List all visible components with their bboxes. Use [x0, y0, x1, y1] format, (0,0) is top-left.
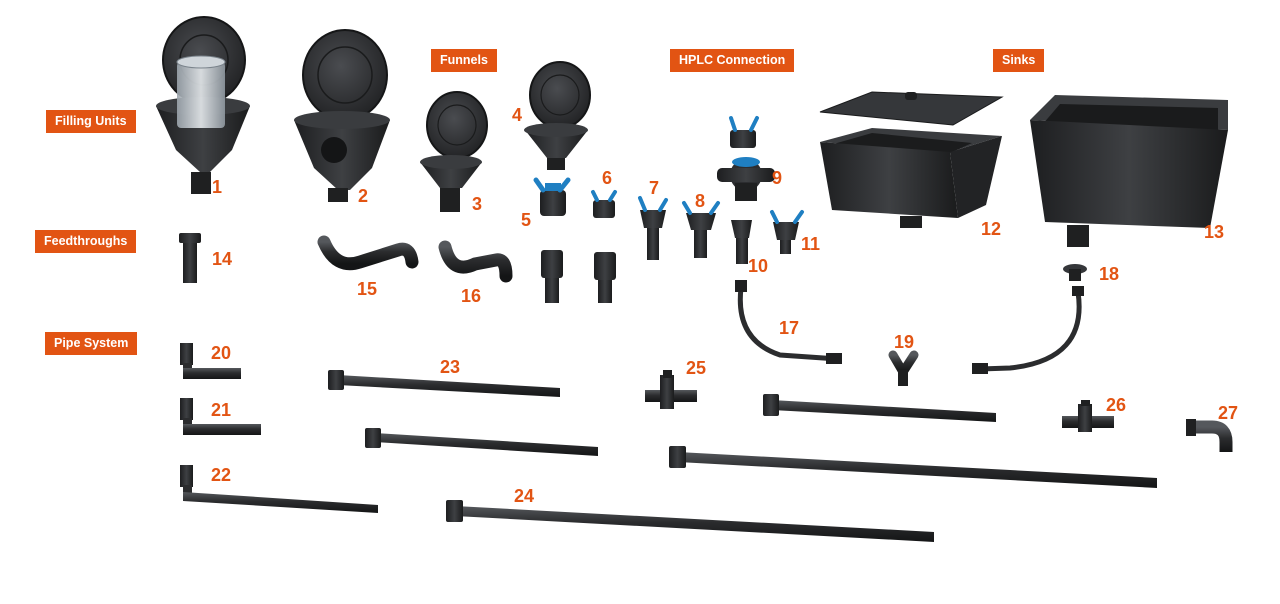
adapter-18: [1063, 264, 1087, 281]
y-piece-19: [888, 350, 919, 386]
adapter-10: [731, 220, 752, 264]
part-number-11: 11: [801, 234, 821, 254]
pipe-long-b: [669, 446, 1157, 488]
part-number-12: 12: [981, 219, 1002, 239]
part-number-19: 19: [894, 332, 915, 352]
category-funnels: Funnels: [431, 49, 497, 72]
part-number-23: 23: [440, 357, 461, 377]
part-number-25: 25: [686, 358, 707, 378]
part-number-17: 17: [779, 318, 800, 338]
part-number-7: 7: [649, 178, 660, 198]
part-number-21: 21: [211, 400, 232, 420]
part-number-22: 22: [211, 465, 232, 485]
part-number-10: 10: [748, 256, 769, 276]
pipe-23-upper: [328, 370, 560, 397]
part-number-1: 1: [212, 177, 223, 197]
manifold-9: [717, 116, 775, 201]
pipe-20: [180, 343, 241, 379]
category-hplc-connection: HPLC Connection: [670, 49, 795, 72]
part-number-4: 4: [512, 105, 523, 125]
part-number-6: 6: [602, 168, 613, 188]
sink-13: [1030, 95, 1228, 247]
adapter-7: [638, 196, 668, 260]
cap-6: [591, 190, 617, 218]
part-number-9: 9: [772, 168, 783, 188]
part-number-16: 16: [461, 286, 482, 306]
sink-12: [819, 91, 1004, 228]
filling-unit-2: [294, 29, 390, 202]
part-number-18: 18: [1099, 264, 1120, 284]
feedthrough-14: [179, 233, 201, 283]
part-number-3: 3: [472, 194, 483, 214]
adapter-8: [682, 201, 720, 258]
funnel-4: [524, 61, 591, 170]
pipe-long-a: [763, 394, 996, 422]
part-number-2: 2: [358, 186, 369, 206]
valve-5: [533, 177, 571, 216]
elbow-16: [438, 240, 513, 283]
pipe-24: [446, 500, 934, 542]
part-number-14: 14: [212, 249, 233, 269]
hose-17: [735, 280, 842, 364]
pipe-22: [180, 465, 378, 513]
category-pipe-system: Pipe System: [45, 332, 138, 355]
adapter-11: [770, 210, 804, 254]
pipe-21: [180, 398, 261, 435]
filling-unit-1: [156, 16, 250, 194]
pipe-23-lower: [365, 428, 598, 456]
elbow-27: [1186, 419, 1233, 452]
part-number-20: 20: [211, 343, 232, 363]
part-number-15: 15: [357, 279, 378, 299]
part-number-13: 13: [1204, 222, 1225, 242]
part-number-5: 5: [521, 210, 532, 230]
part-number-26: 26: [1106, 395, 1127, 415]
hose-sink: [972, 286, 1084, 374]
category-feedthroughs: Feedthroughs: [35, 230, 137, 253]
feedthrough-small-b: [594, 252, 616, 303]
category-filling-units: Filling Units: [46, 110, 136, 133]
part-number-8: 8: [695, 191, 706, 211]
part-number-27: 27: [1218, 403, 1239, 423]
category-sinks: Sinks: [993, 49, 1045, 72]
part-number-24: 24: [514, 486, 535, 506]
valve-25: [645, 370, 697, 409]
feedthrough-small-a: [541, 250, 563, 303]
valve-26: [1062, 400, 1114, 432]
funnel-3: [420, 91, 488, 212]
elbow-15: [317, 235, 419, 271]
